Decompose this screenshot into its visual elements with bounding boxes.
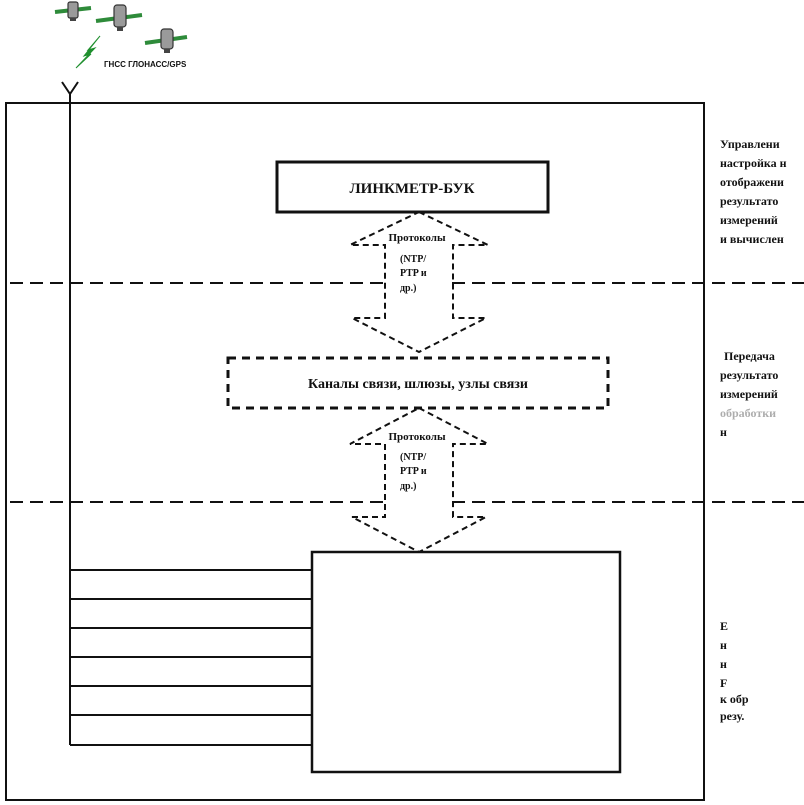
side-label-bottom: Е н н F к обр резу. <box>720 619 749 723</box>
device-box <box>310 550 622 774</box>
side-label-bottom-line: н <box>720 638 727 652</box>
side-label-top-line: измерений <box>720 213 778 227</box>
side-label-middle-line: обработки <box>720 406 776 420</box>
side-label-top-line: результато <box>720 194 778 208</box>
side-label-middle-line: измерений <box>720 387 778 401</box>
satellite-icon <box>54 1 92 21</box>
linkmeter-label: ЛИНКМЕТР-БУК <box>350 181 475 197</box>
outer-frame <box>5 102 705 801</box>
protocol-arrow-1 <box>349 210 489 354</box>
protocol-1-line-1: (NTP/ <box>400 254 426 265</box>
side-label-middle-line: Передача <box>724 349 775 363</box>
signal-bolt-icon <box>75 35 101 69</box>
protocol-2-line-1: (NTP/ <box>400 452 426 463</box>
side-label-top-line: и вычислен <box>720 232 784 246</box>
side-label-bottom-line: н <box>720 657 727 671</box>
side-label-bottom-line: F <box>720 676 727 690</box>
side-label-bottom-line: резу. <box>720 709 744 723</box>
bus-lines <box>70 569 312 746</box>
side-label-top-line: отображени <box>720 175 784 189</box>
side-label-middle-line: результато <box>720 368 778 382</box>
protocol-1-line-3: др.) <box>400 283 416 294</box>
gnss-label: ГНСС ГЛОНАСС/GPS <box>104 60 187 69</box>
channels-box <box>226 356 610 410</box>
linkmeter-box <box>275 160 550 214</box>
protocol-1-line-2: PTP и <box>400 268 427 279</box>
side-label-top-line: Управлени <box>720 137 780 151</box>
antenna-icon <box>61 81 79 103</box>
side-label-middle-line: н <box>720 425 727 439</box>
satellite-icon <box>144 28 188 53</box>
protocol-2-title: Протоколы <box>388 431 446 443</box>
protocol-arrow-2 <box>349 406 489 554</box>
side-label-middle: Передача результато измерений обработки … <box>720 349 778 439</box>
satellite-icon <box>95 4 143 31</box>
protocol-2-line-2: PTP и <box>400 466 427 477</box>
side-label-top-line: настройка н <box>720 156 787 170</box>
channels-label: Каналы связи, шлюзы, узлы связи <box>308 377 528 392</box>
side-label-top: Управлени настройка н отображени результ… <box>720 137 787 246</box>
side-label-bottom-line: к обр <box>720 692 749 706</box>
protocol-1-title: Протоколы <box>388 232 446 244</box>
protocol-2-line-3: др.) <box>400 481 416 492</box>
side-label-bottom-line: Е <box>720 619 728 633</box>
